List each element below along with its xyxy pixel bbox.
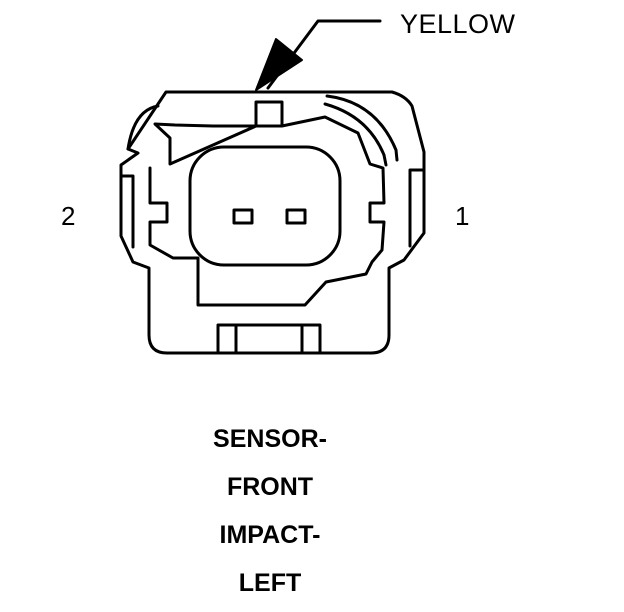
wire-color-label: YELLOW	[400, 9, 516, 39]
right-side-rail	[408, 168, 426, 248]
title-line-3: IMPACT-	[219, 521, 321, 549]
plug-cavity	[188, 145, 342, 267]
title-line-4: LEFT	[238, 569, 302, 597]
terminal-pin-1	[285, 208, 307, 225]
title-line-2: FRONT	[226, 473, 314, 501]
left-side-rail	[119, 174, 135, 249]
connector-inner-housing	[148, 100, 386, 307]
connector-title: SENSOR- FRONT IMPACT- LEFT	[170, 420, 370, 612]
title-line-1: SENSOR-	[213, 425, 327, 453]
right-curved-wall	[323, 94, 399, 167]
lock-tab	[126, 104, 160, 151]
bottom-latch	[216, 323, 322, 355]
terminal-pin-2	[232, 208, 254, 225]
connector-outer-housing	[119, 90, 426, 355]
pin-number-right: 1	[455, 201, 470, 231]
pin-number-left: 2	[61, 201, 76, 231]
leader-arrowhead	[255, 38, 303, 91]
